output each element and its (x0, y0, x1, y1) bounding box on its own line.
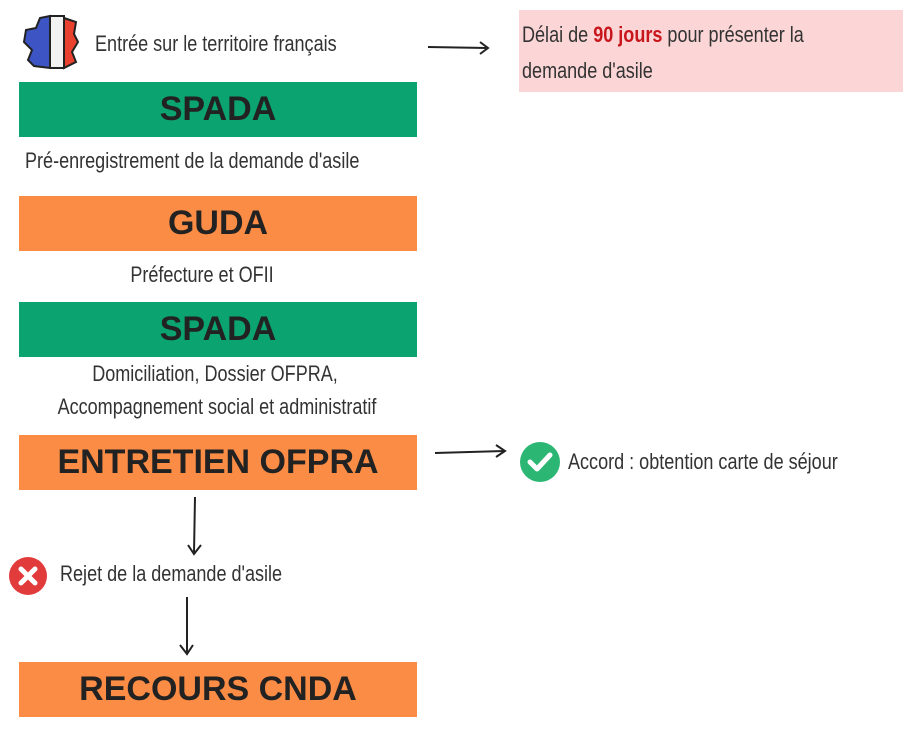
step-recours-cnda: RECOURS CNDA (19, 662, 417, 717)
reject-outcome: Rejet de la demande d'asile (60, 561, 283, 586)
step-spada-1-caption: Pré-enregistrement de la demande d'asile (25, 148, 360, 173)
deadline-suffix: pour présenter la (662, 22, 804, 47)
arrow-right-icon (427, 41, 490, 55)
reject-x-icon (9, 557, 47, 595)
accept-outcome: Accord : obtention carte de séjour (568, 449, 838, 474)
step-entretien-ofpra: ENTRETIEN OFPRA (19, 435, 417, 490)
deadline-line2: demande d'asile (522, 58, 653, 83)
arrow-down-icon (187, 496, 202, 556)
arrow-right-icon (434, 444, 507, 458)
deadline-highlight: 90 jours (593, 22, 663, 47)
arrow-down-icon (179, 597, 194, 656)
step-spada-2-caption-2: Accompagnement social et administratif (57, 394, 377, 419)
deadline-prefix: Délai de (522, 22, 594, 47)
check-icon (520, 442, 560, 482)
deadline-note: Délai de 90 jours pour présenter la dema… (519, 10, 903, 92)
france-flag-map-icon (22, 14, 80, 70)
step-spada-2: SPADA (19, 302, 417, 357)
step-guda-caption: Préfecture et OFII (130, 262, 274, 287)
entry-text: Entrée sur le territoire français (95, 31, 337, 56)
step-guda: GUDA (19, 196, 417, 251)
step-spada-2-caption-1: Domiciliation, Dossier OFPRA, (92, 361, 338, 386)
step-spada-1: SPADA (19, 82, 417, 137)
